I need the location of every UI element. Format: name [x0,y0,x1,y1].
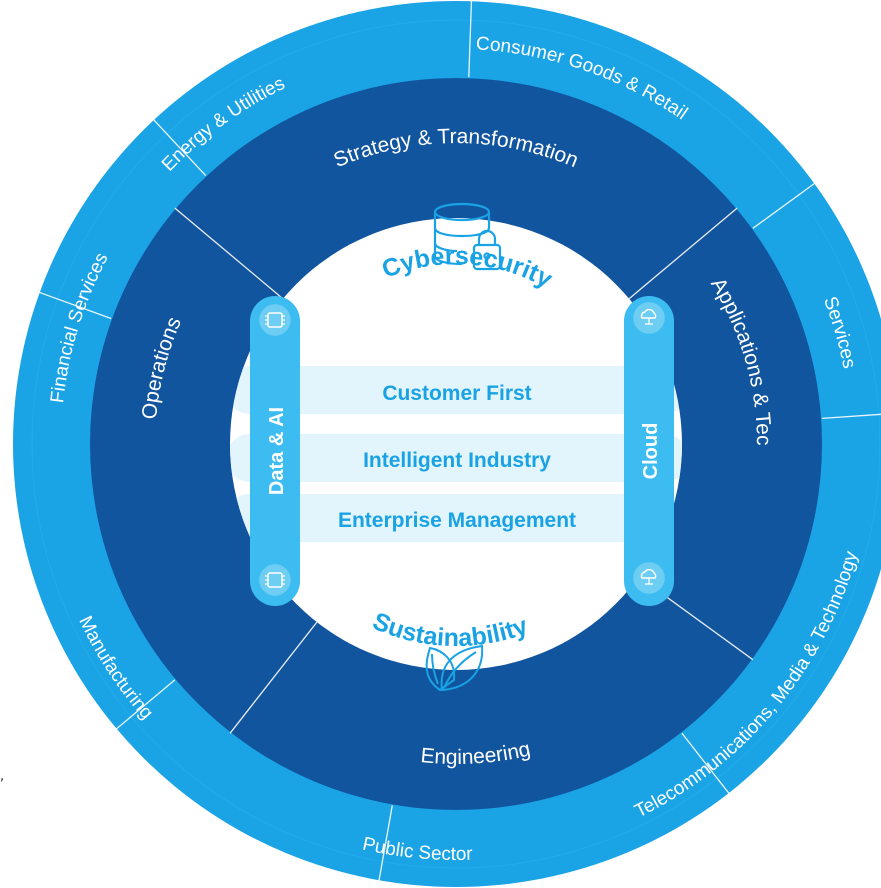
band-enterprise-management [230,494,682,542]
middle-ring-divider [628,207,738,300]
outer-ring-dividers [37,0,881,883]
pillar-label-data-ai: Data & AI [266,407,288,495]
outer-ring-divider [152,118,207,177]
outer-ring-divider [822,413,881,420]
circuit-chip-icon [259,564,291,596]
outer-ring-divider [468,0,473,78]
outer-ring-divider [378,805,393,883]
pillar-label-cloud: Cloud [640,423,662,480]
cloud-network-icon [633,562,665,594]
pillar-data-ai [250,296,300,606]
pillar-cloud [624,296,674,606]
database-lock-icon [433,202,502,271]
band-label-enterprise-management: Enterprise Management [338,509,576,532]
band-label-customer-first: Customer First [382,382,531,405]
edge-text-fragment: , [0,769,5,784]
middle-ring-divider [174,207,284,300]
middle-ring-divider [229,621,318,734]
outer-ring-divider [37,291,112,320]
band-customer-first [230,366,682,414]
leaf-icon [425,644,484,692]
cloud-network-icon [633,302,665,334]
band-intelligent-industry [230,434,682,482]
outer-ring-divider [114,679,176,731]
circuit-chip-icon [259,304,291,336]
band-label-intelligent-industry: Intelligent Industry [363,449,551,472]
outer-ring-divider [681,732,731,796]
outer-ring-divider [752,181,817,229]
